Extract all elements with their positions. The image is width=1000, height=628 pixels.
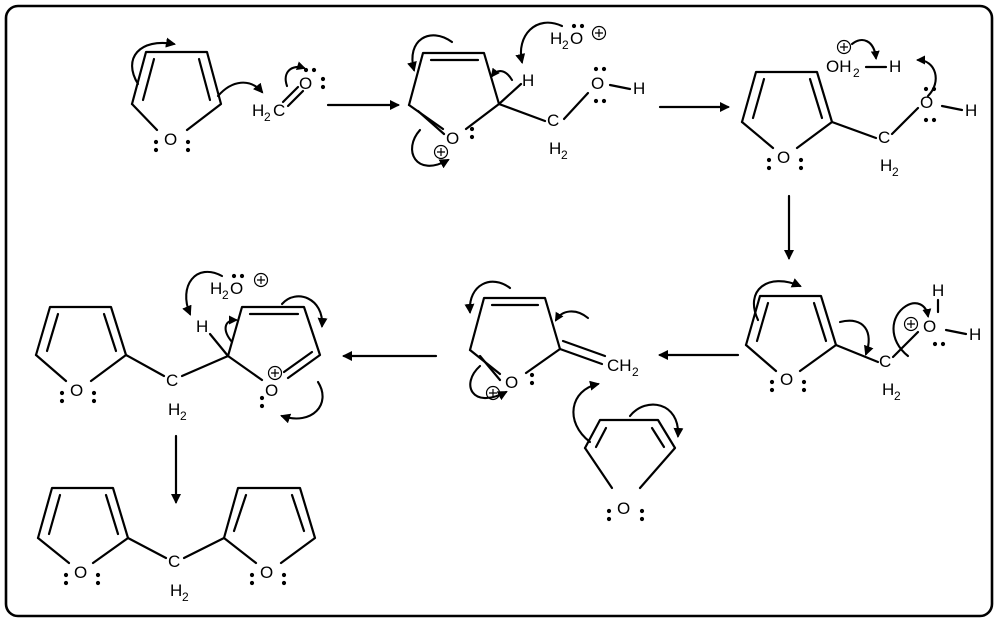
svg-text:O: O <box>780 370 793 389</box>
curly-arrow <box>628 403 684 438</box>
furfuryl-alcohol: O C H 2 O H OH 2 H <box>740 39 977 179</box>
svg-text:2: 2 <box>853 66 860 80</box>
curly-arrow <box>182 270 224 316</box>
hydroxyl-hydrogen: H <box>633 79 645 98</box>
furan-1: O <box>130 50 223 153</box>
curly-arrow <box>216 81 264 98</box>
svg-text:O: O <box>230 279 243 298</box>
water-h: H <box>550 29 562 48</box>
svg-text:O: O <box>260 563 273 582</box>
svg-text:O: O <box>505 373 518 392</box>
svg-text:H: H <box>969 325 981 344</box>
svg-text:C: C <box>168 552 180 571</box>
curly-arrow <box>224 315 238 344</box>
svg-text:2: 2 <box>222 288 229 302</box>
curly-arrow <box>284 61 306 88</box>
svg-text:2: 2 <box>561 148 568 162</box>
svg-text:2: 2 <box>892 165 899 179</box>
formaldehyde: H 2 C O <box>252 67 326 124</box>
svg-text:CH: CH <box>607 356 632 375</box>
curly-arrow <box>490 67 514 82</box>
svg-text:2: 2 <box>632 365 639 379</box>
ch2-h: H <box>549 139 561 158</box>
water-o: O <box>570 29 583 48</box>
hydrogen: H <box>522 71 534 90</box>
methylene-intermediate: O CH 2 <box>468 296 639 401</box>
svg-text:H: H <box>210 279 222 298</box>
curly-arrow <box>280 295 328 328</box>
curly-arrow <box>280 380 324 424</box>
svg-text:2: 2 <box>180 409 187 423</box>
svg-text:O: O <box>74 563 87 582</box>
curly-arrow <box>515 21 564 64</box>
curly-arrow <box>407 34 454 72</box>
svg-text:2: 2 <box>182 590 189 604</box>
svg-text:O: O <box>617 499 630 518</box>
difurylmethane: O C H 2 O <box>36 486 317 604</box>
diagram-frame <box>4 4 994 618</box>
intermediate-2-oxygen: O <box>446 129 459 148</box>
svg-text:2: 2 <box>894 389 901 403</box>
svg-text:H: H <box>889 57 901 76</box>
svg-text:H: H <box>168 400 180 419</box>
curly-arrow <box>131 37 176 86</box>
svg-text:H: H <box>196 317 208 336</box>
carbon: C <box>547 111 559 130</box>
svg-text:H: H <box>965 101 977 120</box>
curly-arrow <box>850 39 880 60</box>
svg-text:C: C <box>879 352 891 371</box>
curly-arrow <box>554 310 590 322</box>
svg-text:O: O <box>923 317 936 336</box>
formaldehyde-c: C <box>273 101 285 120</box>
formaldehyde-sub: 2 <box>264 110 271 124</box>
furan-1-oxygen: O <box>164 130 177 149</box>
svg-text:C: C <box>166 371 178 390</box>
curly-arrow <box>464 280 512 314</box>
furan-2: O <box>583 418 677 522</box>
curly-arrow <box>411 128 450 169</box>
svg-text:O: O <box>70 381 83 400</box>
svg-text:H: H <box>880 156 892 175</box>
intermediate-2: O H C H 2 O H H 2 O <box>407 23 645 162</box>
lone-pairs <box>153 139 191 153</box>
svg-text:O: O <box>777 148 790 167</box>
curly-arrow <box>916 55 937 98</box>
positive-charge <box>433 144 449 160</box>
svg-text:H: H <box>882 380 894 399</box>
svg-text:O: O <box>920 93 933 112</box>
curly-arrow <box>838 319 874 356</box>
svg-text:2: 2 <box>562 38 569 52</box>
svg-text:OH: OH <box>826 57 852 76</box>
formaldehyde-oxygen: O <box>299 74 312 93</box>
svg-text:H: H <box>170 581 182 600</box>
curly-arrow <box>572 380 600 444</box>
formaldehyde-h: H <box>252 101 264 120</box>
protonated-alcohol: O C H 2 O H H <box>744 281 981 403</box>
hydroxyl-oxygen: O <box>591 74 604 93</box>
curly-arrow <box>469 364 508 401</box>
coupled-intermediate: O C H 2 H O H 2 O <box>34 272 322 423</box>
svg-text:H: H <box>932 281 944 300</box>
svg-text:O: O <box>265 381 278 400</box>
curly-arrow <box>752 278 802 322</box>
svg-text:C: C <box>878 128 890 147</box>
curly-arrow <box>892 302 932 358</box>
